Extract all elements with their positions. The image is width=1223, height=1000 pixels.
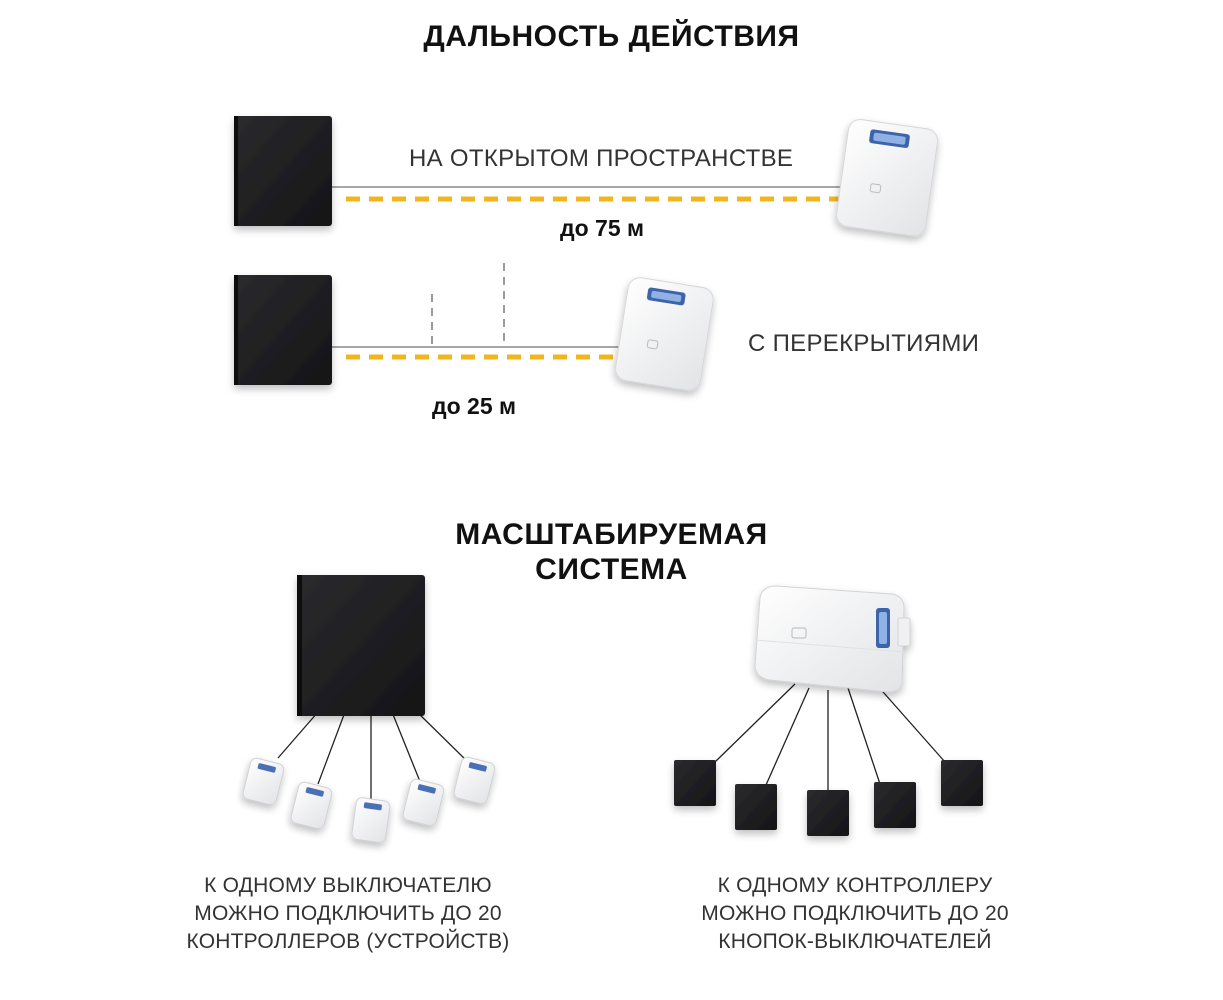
controller-icon (351, 797, 391, 844)
switch-icon (941, 760, 983, 806)
scale-title-line1: МАСШТАБИРУЕМАЯ (455, 518, 768, 551)
switch-icon (807, 790, 849, 836)
controller-icon (453, 756, 496, 805)
right-caption-line2: МОЖНО ПОДКЛЮЧИТЬ ДО 20 (701, 902, 1009, 925)
controller-icon (402, 778, 445, 827)
left-caption: К ОДНОМУ ВЫКЛЮЧАТЕЛЮ МОЖНО ПОДКЛЮЧИТЬ ДО… (138, 872, 558, 956)
left-caption-line2: МОЖНО ПОДКЛЮЧИТЬ ДО 20 (194, 902, 502, 925)
switch-icon (234, 116, 332, 226)
switch-icon (735, 784, 777, 830)
controller-icon (242, 757, 285, 806)
right-caption-line3: КНОПОК-ВЫКЛЮЧАТЕЛЕЙ (718, 930, 992, 953)
controller-icon (754, 585, 911, 693)
right-caption: К ОДНОМУ КОНТРОЛЛЕРУ МОЖНО ПОДКЛЮЧИТЬ ДО… (645, 872, 1065, 956)
controller-to-switches-lines (714, 683, 946, 792)
controller-icon (836, 119, 939, 237)
range-title: ДАЛЬНОСТЬ ДЕЙСТВИЯ (423, 20, 800, 53)
switch-icon (234, 275, 332, 385)
switch-icon (674, 760, 716, 806)
switch-icon (297, 575, 425, 716)
walls-label: С ПЕРЕКРЫТИЯМИ (748, 330, 980, 357)
left-caption-line1: К ОДНОМУ ВЫКЛЮЧАТЕЛЮ (204, 874, 492, 897)
controller-icon (614, 277, 714, 391)
controller-icon (290, 781, 333, 830)
left-caption-line3: КОНТРОЛЛЕРОВ (УСТРОЙСТВ) (186, 930, 510, 953)
open-space-label: НА ОТКРЫТОМ ПРОСТРАНСТВЕ (409, 145, 794, 172)
open-space-distance: до 75 м (560, 215, 645, 241)
walls-distance: до 25 м (432, 393, 517, 419)
switch-icon (874, 782, 916, 828)
scale-title-line2: СИСТЕМА (535, 553, 688, 586)
right-caption-line1: К ОДНОМУ КОНТРОЛЛЕРУ (717, 874, 993, 897)
switch-to-controllers-lines (277, 706, 471, 800)
